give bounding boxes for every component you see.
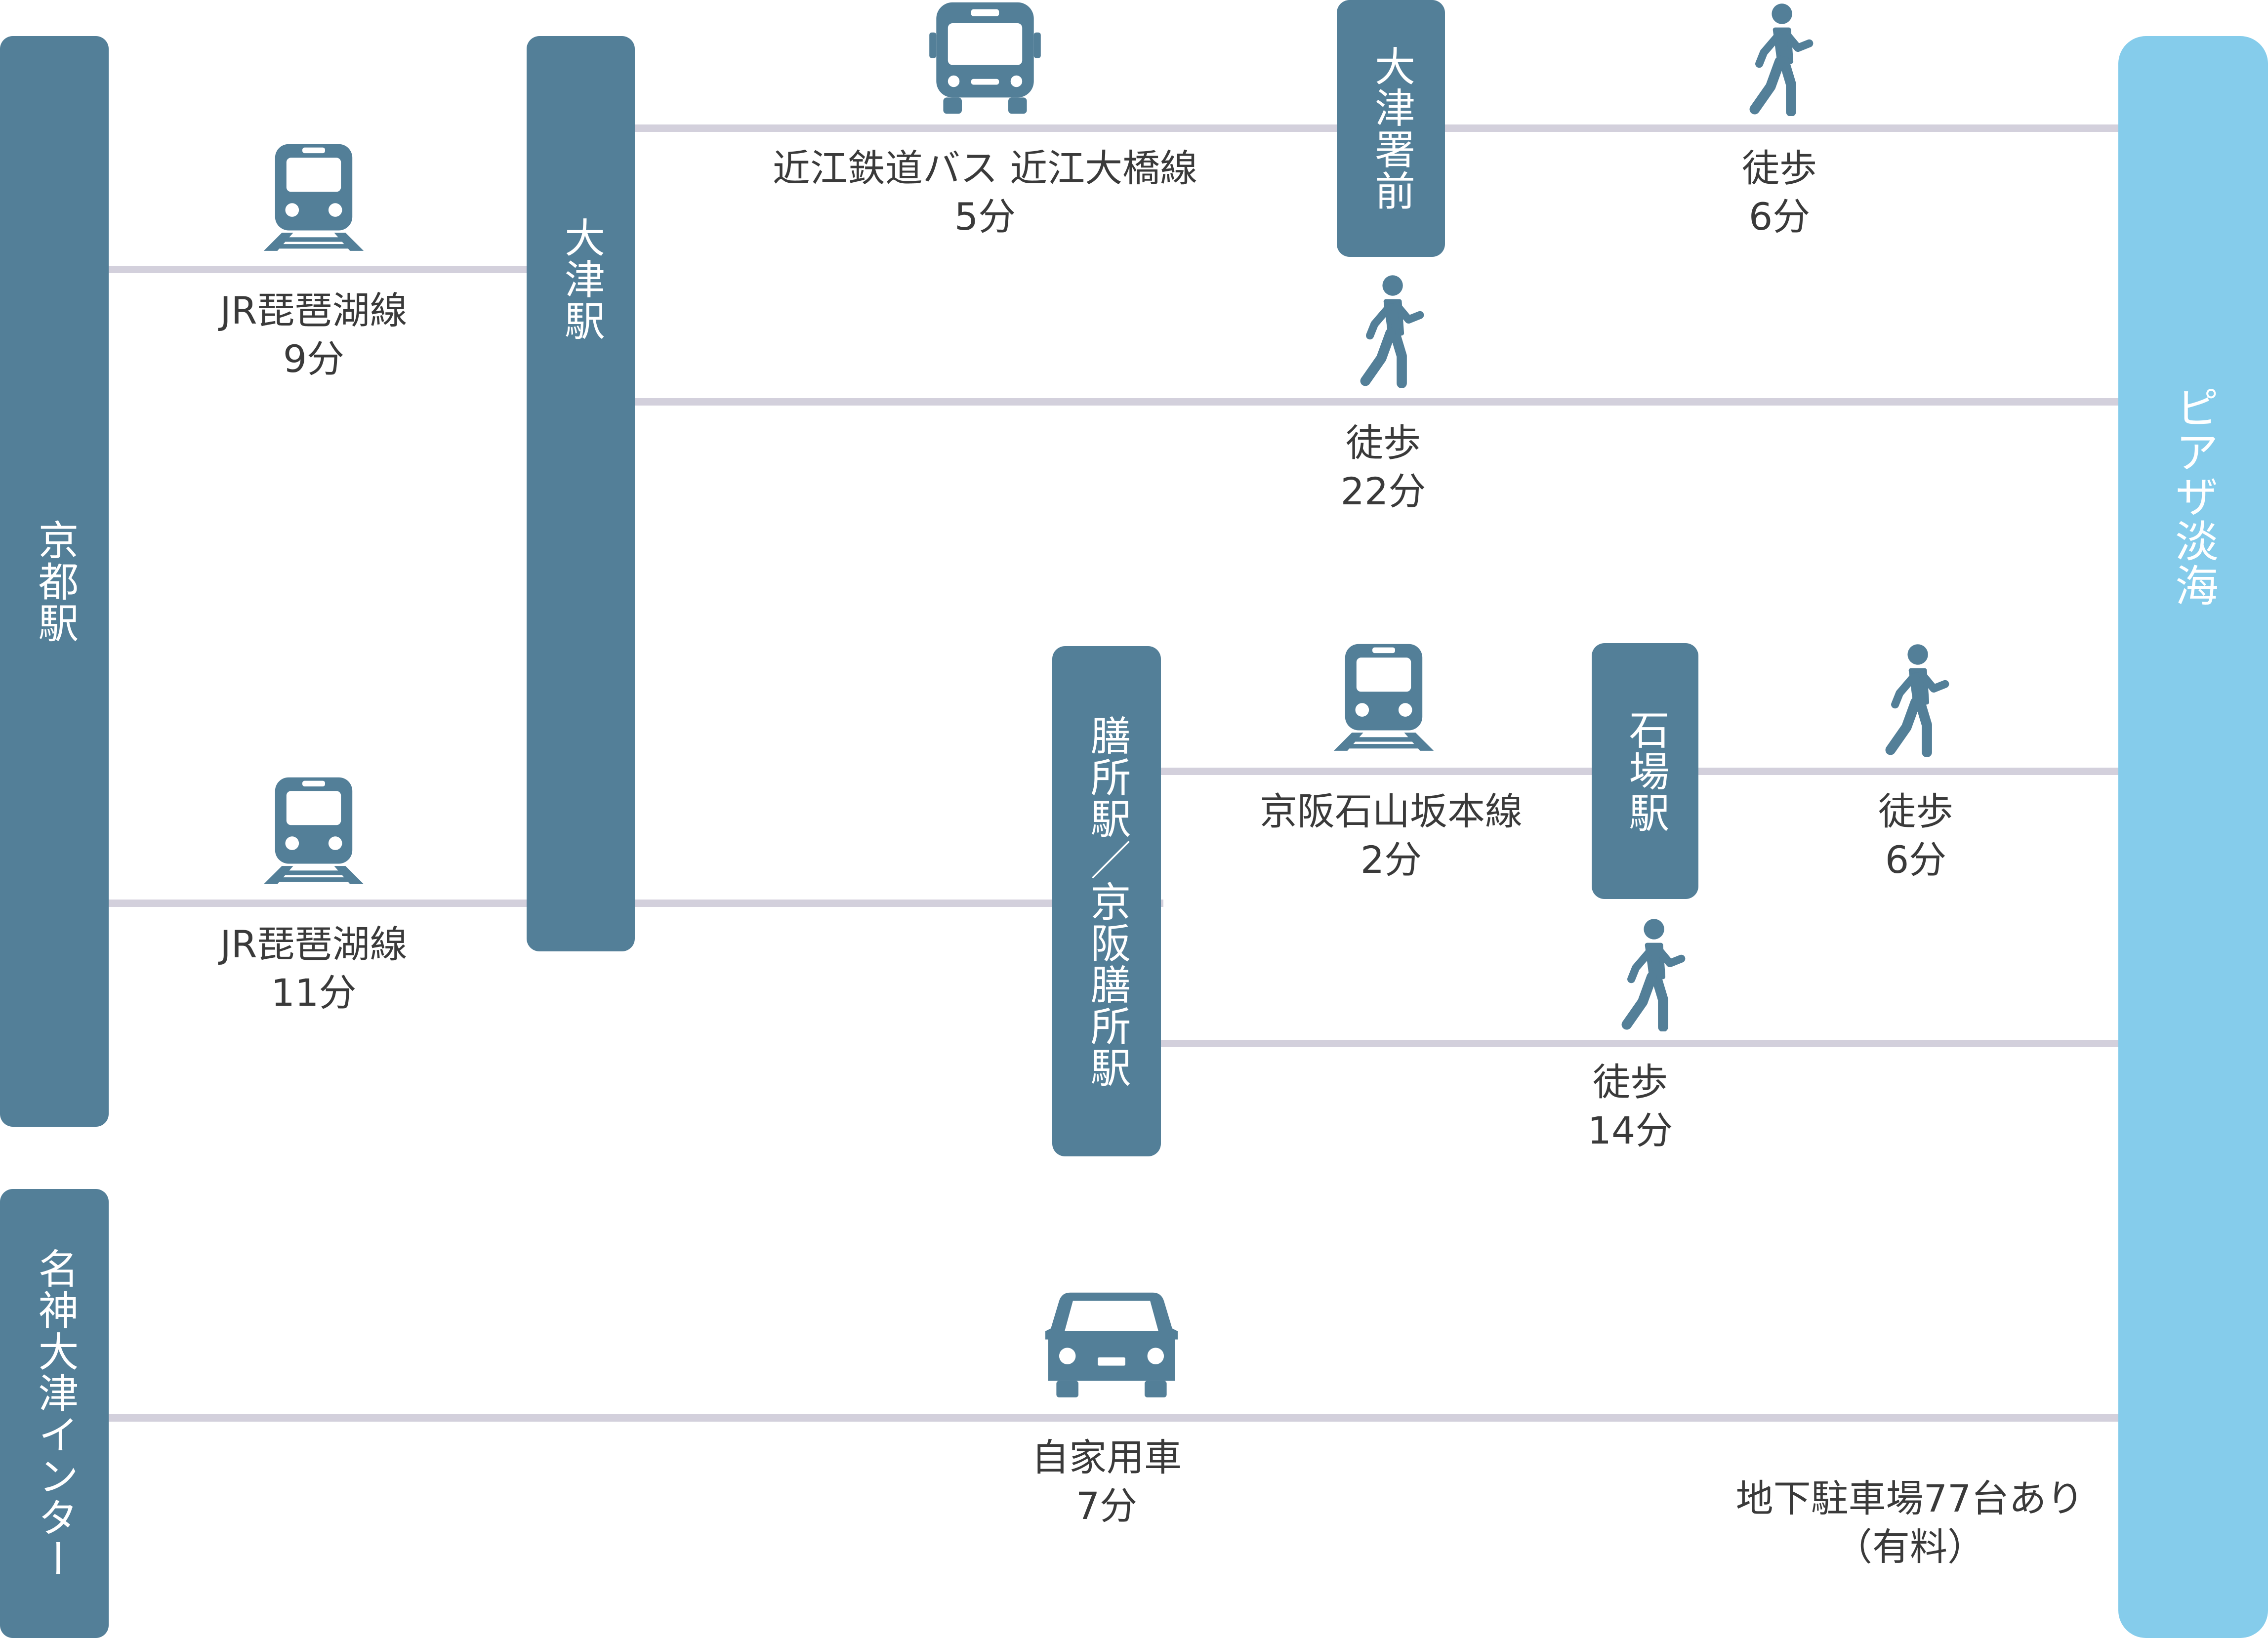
parking-fee-note: （有料） bbox=[1835, 1525, 1985, 1569]
walking-person-icon bbox=[1613, 918, 1690, 1031]
station-kyoto-label: 京都駅 bbox=[31, 519, 78, 644]
station-otsu-shomae-label: 大津署前 bbox=[1367, 45, 1415, 211]
station-meishin-interchange: 名神大津インター bbox=[0, 1189, 109, 1638]
route-label-jr-zeze: JR琵琶湖線 11分 bbox=[220, 920, 407, 1017]
route-label-walk-zeze: 徒歩 14分 bbox=[1588, 1058, 1673, 1155]
parking-note: 地下駐車場77台あり （有料） bbox=[1736, 1474, 2084, 1571]
station-meishin-label: 名神大津インター bbox=[31, 1247, 78, 1580]
parking-capacity: 地下駐車場77台あり bbox=[1735, 1476, 2084, 1520]
walking-person-icon bbox=[1741, 2, 1818, 116]
bus-icon bbox=[926, 0, 1044, 116]
connector-ishiba-dest bbox=[1698, 768, 2119, 775]
connector-kyoto-otsu bbox=[109, 266, 528, 273]
route-label-keihan: 京阪石山坂本線 2分 bbox=[1260, 787, 1523, 884]
route-line-name: 自家用車 bbox=[1031, 1435, 1182, 1479]
walking-person-icon bbox=[1877, 643, 1954, 757]
station-otsu: 大津駅 bbox=[527, 36, 635, 951]
station-zeze: 膳所駅／京阪膳所駅 bbox=[1052, 646, 1161, 1156]
route-label-bus: 近江鉄道バス 近江大橋線 5分 bbox=[773, 144, 1197, 241]
route-line-name: 徒歩 bbox=[1742, 146, 1817, 190]
route-label-jr-otsu: JR琵琶湖線 9分 bbox=[220, 287, 407, 383]
destination-label: ピアザ淡海 bbox=[2168, 385, 2219, 608]
route-line-name: JR琵琶湖線 bbox=[220, 922, 408, 966]
route-time: 14分 bbox=[1587, 1108, 1673, 1152]
connector-shomae-dest bbox=[1445, 124, 2119, 132]
route-line-name: 徒歩 bbox=[1878, 789, 1953, 833]
route-time: 2分 bbox=[1360, 838, 1422, 882]
route-line-name: JR琵琶湖線 bbox=[220, 288, 408, 332]
route-label-walk-ishiba: 徒歩 6分 bbox=[1878, 787, 1953, 884]
station-otsu-shomae: 大津署前 bbox=[1337, 0, 1445, 257]
station-ishiba: 石場駅 bbox=[1592, 643, 1698, 899]
connector-meishin-dest bbox=[109, 1414, 2119, 1422]
train-icon bbox=[257, 772, 371, 888]
route-time: 6分 bbox=[1885, 838, 1947, 882]
route-time: 11分 bbox=[271, 971, 357, 1015]
route-time: 5分 bbox=[954, 195, 1016, 239]
connector-zeze-dest bbox=[1161, 1040, 2119, 1047]
connector-zeze-ishiba bbox=[1161, 768, 1592, 775]
route-line-name: 京阪石山坂本線 bbox=[1260, 789, 1523, 833]
car-icon bbox=[1042, 1284, 1181, 1403]
route-line-name: 近江鉄道バス 近江大橋線 bbox=[772, 146, 1198, 190]
route-label-walk-shomae: 徒歩 6分 bbox=[1742, 144, 1817, 241]
destination-piazza-omi: ピアザ淡海 bbox=[2118, 36, 2268, 1638]
route-time: 6分 bbox=[1748, 195, 1811, 239]
station-zeze-label: 膳所駅／京阪膳所駅 bbox=[1083, 714, 1130, 1088]
connector-otsu-dest bbox=[635, 398, 2119, 406]
route-line-name: 徒歩 bbox=[1593, 1060, 1668, 1104]
connector-otsu-shomae bbox=[635, 124, 1338, 132]
station-kyoto: 京都駅 bbox=[0, 36, 109, 1127]
walking-person-icon bbox=[1352, 274, 1429, 388]
train-icon bbox=[257, 138, 371, 254]
route-label-car: 自家用車 7分 bbox=[1031, 1433, 1182, 1530]
station-ishiba-label: 石場駅 bbox=[1622, 709, 1669, 833]
route-time: 9分 bbox=[283, 337, 345, 381]
route-time: 22分 bbox=[1340, 469, 1426, 513]
train-icon bbox=[1327, 638, 1441, 754]
route-label-walk-otsu: 徒歩 22分 bbox=[1341, 419, 1426, 516]
route-line-name: 徒歩 bbox=[1346, 421, 1421, 465]
connector-kyoto-zeze bbox=[109, 900, 1163, 907]
station-otsu-label: 大津駅 bbox=[557, 216, 605, 341]
route-time: 7分 bbox=[1075, 1484, 1138, 1528]
